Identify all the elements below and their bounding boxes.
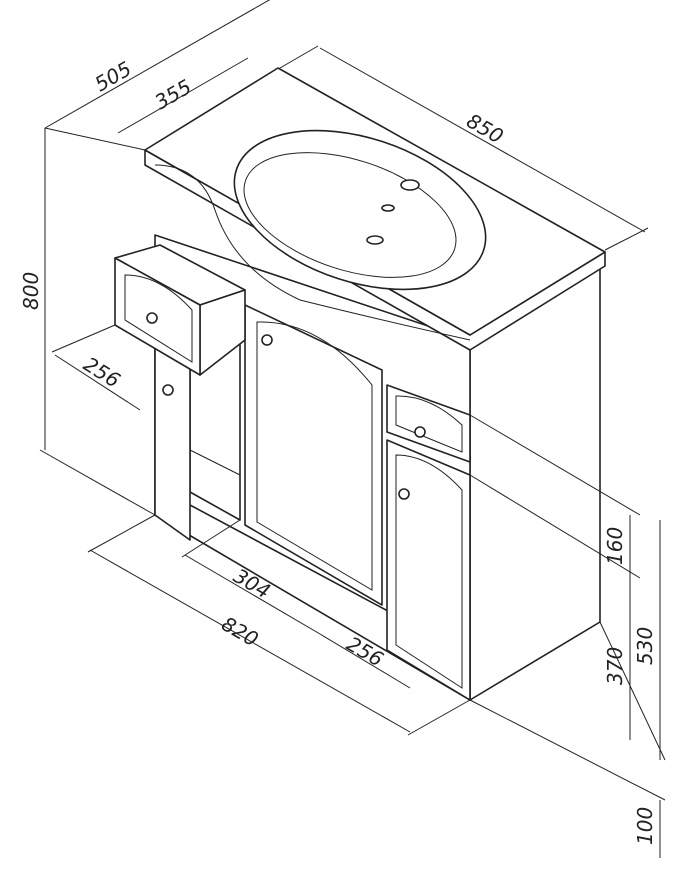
dim-160: 160 bbox=[603, 527, 627, 565]
dim-256-drawer: 256 bbox=[79, 352, 124, 393]
dim-370: 370 bbox=[603, 647, 627, 685]
right-drawer-knob bbox=[414, 426, 426, 438]
dim-505: 505 bbox=[91, 56, 136, 96]
basin-inner bbox=[243, 152, 457, 278]
dim-820: 820 bbox=[218, 612, 263, 652]
right-drawer-panel bbox=[395, 395, 463, 453]
right-drawer bbox=[386, 384, 471, 463]
shelf-line bbox=[189, 449, 241, 476]
left-door-knob bbox=[162, 384, 174, 396]
right-door-knob bbox=[398, 488, 410, 500]
basin-bowl bbox=[233, 129, 487, 291]
drawer-open-knob bbox=[146, 312, 158, 324]
drawer-open-panel bbox=[124, 274, 193, 363]
overflow-hole bbox=[381, 204, 395, 212]
dim-355: 355 bbox=[151, 74, 196, 114]
right-door-panel bbox=[395, 454, 463, 689]
countertop-bowl-skirt bbox=[154, 164, 471, 341]
dim-530: 530 bbox=[633, 627, 657, 665]
center-door-knob bbox=[261, 334, 273, 346]
dimension-lines bbox=[39, 0, 666, 858]
dim-800: 800 bbox=[19, 272, 43, 310]
tap-hole bbox=[400, 179, 420, 191]
center-door bbox=[244, 304, 383, 606]
drain-hole bbox=[366, 235, 384, 245]
center-door-panel bbox=[256, 321, 373, 591]
left-door-open bbox=[154, 337, 191, 541]
right-door bbox=[386, 439, 471, 701]
dim-850: 850 bbox=[463, 109, 508, 149]
dim-100: 100 bbox=[633, 807, 657, 845]
